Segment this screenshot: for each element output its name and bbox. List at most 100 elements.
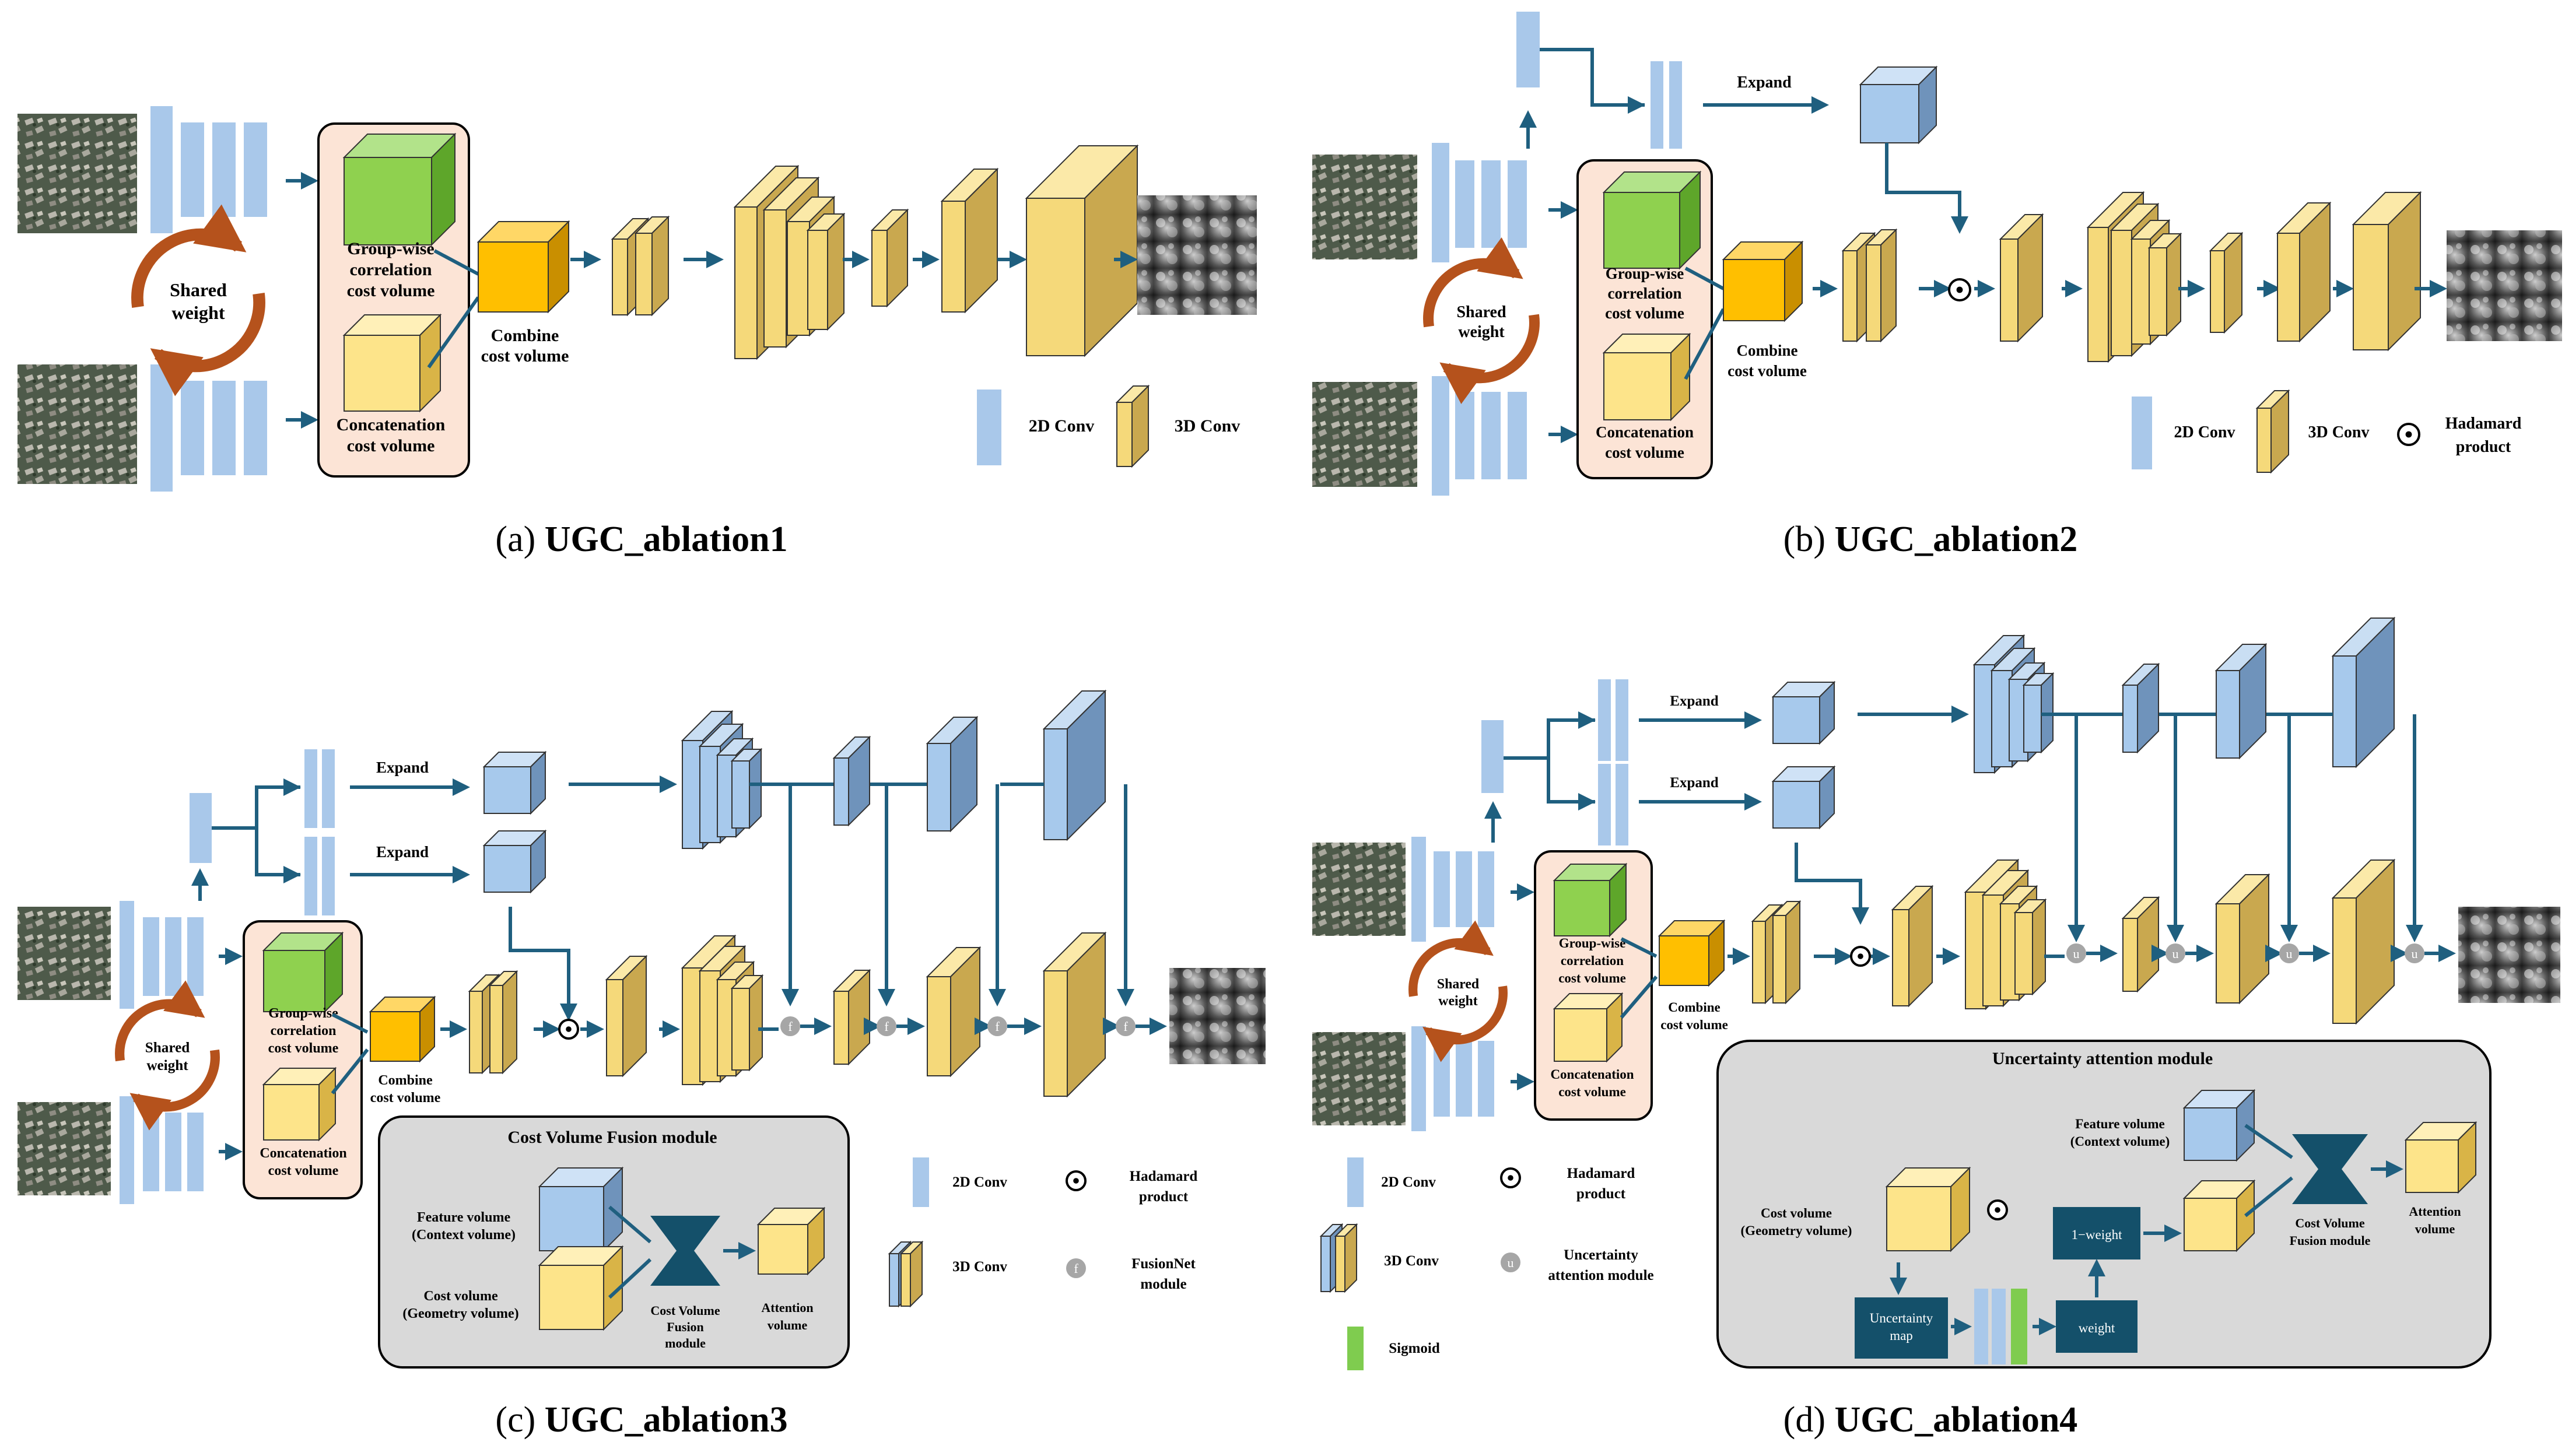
conv2d-layer [244,381,267,475]
slab-front [927,976,951,1076]
conv3d-layer [1999,213,2044,343]
label-hadamard-1: Hadamard [1130,1169,1198,1184]
conv3d-layer [940,167,999,314]
conv2d-layer [181,122,204,217]
slab-front [2210,250,2225,333]
label-combine-2: cost volume [1660,1018,1728,1032]
conv2d-layer [1411,837,1426,942]
label-group-wise-2: correlation [349,260,432,279]
label-group-wise-3: cost volume [268,1041,339,1056]
concat-cube [262,1066,337,1142]
output-depth-d [2458,907,2560,1003]
cvf-hourglass [650,1216,720,1286]
label-uncertainty-legend-1: Uncertainty [1564,1247,1638,1263]
caption-c: (c) UGC_ablation3 [495,1400,787,1440]
fusionnet-node-3 [987,1016,1007,1036]
shared-arrow-bottom [1422,985,1508,1062]
label-group-wise-1: Group-wise [268,1006,338,1021]
uncertainty-node-1 [2066,943,2086,963]
concat-cube [1885,1166,1971,1252]
conv2d-layer [120,901,134,1009]
output-depth-b [2447,230,2562,341]
slab-front [2014,912,2033,995]
conv2d-layer [212,381,236,475]
slab-front [263,1084,320,1141]
slab-side [2032,898,2046,996]
conv2d-layer [143,917,159,996]
slab-front [483,845,531,893]
slab-front [889,1253,899,1307]
slab-front [1335,1236,1345,1292]
arrow-cc-combine [427,296,480,369]
input-image-top [17,114,137,233]
label-conv3d: 3D Conv [1175,416,1241,436]
fusionnet-node-2-symbol: f [884,1019,889,1034]
label-shared: Shared [170,279,227,300]
label-combine-2: cost volume [481,346,569,366]
hadamard-node [558,1019,579,1040]
label-concat-1: Concatenation [260,1146,346,1161]
arrow-gw-combine [433,249,479,276]
conv3d-layer [2331,858,2396,1025]
concat-cube [2182,1179,2256,1252]
slab-front [539,1265,604,1330]
flow-line [2244,1176,2293,1218]
slab-front [263,950,325,1012]
group-wise-cube [1602,170,1702,270]
feature-3d-layer [832,735,871,827]
sigmoid-layer [2011,1289,2027,1364]
conv2d-layer [1974,1289,1988,1364]
label-weight: weight [1458,323,1505,341]
slab-front [900,1253,911,1307]
flow-line [1504,718,1595,760]
slab-front [612,238,628,315]
conv2d-layer [212,122,236,217]
slab-front [833,991,849,1065]
slab-front [787,221,810,336]
label-conv2d: 2D Conv [1381,1174,1436,1190]
flow-line [1684,266,1725,290]
slab-front [734,206,758,359]
label-cvf-module-title: Cost Volume Fusion module [507,1128,717,1147]
conv3d-layer [1025,144,1139,357]
label-expand: Expand [1670,693,1718,709]
uncertainty-node-4-symbol: u [2412,946,2418,961]
shared-arrow-top [1408,920,1494,997]
input-image-b-top [1312,155,1417,259]
feature-3d-layer [2121,662,2160,754]
label-cost-volume-1: Cost volume [1761,1206,1832,1220]
conv3d-layer [1891,885,1934,1008]
label-feature-volume-1: Feature volume [417,1210,511,1225]
hadamard-node [1066,1170,1087,1191]
label-uncertainty-map-1: Uncertainty [1870,1311,1933,1325]
conv2d-layer [1481,720,1504,793]
label-concat-2: cost volume [347,436,435,455]
conv3d-layer [2121,896,2160,993]
hadamard-dot [1858,953,1863,959]
legend-3d-yellow-c [899,1240,924,1308]
label-expand: Expand [376,843,429,861]
hadamard-dot [1995,1207,2000,1213]
conv2d-layer [244,122,267,217]
slab-front [469,991,483,1073]
conv2d-layer [304,749,317,828]
feature-cube [1771,765,1836,830]
slab-front [731,760,750,829]
shared-arrow-top [1423,237,1523,328]
slab-front [344,335,421,412]
conv2d-layer [1478,851,1494,927]
combine-cube [476,220,570,314]
shared-weight-arrows [115,980,220,1131]
slab-front [1772,781,1820,829]
hadamard-dot [1073,1178,1079,1184]
hadamard-node [1987,1199,2008,1220]
slab-side [2224,231,2242,334]
label-fusionnet-1: FusionNet [1131,1256,1196,1272]
conv2d-layer [1481,160,1501,248]
concat-cube [756,1206,826,1276]
shared-arrow-bottom [1439,314,1540,404]
one-minus-weight-box [2053,1207,2140,1259]
feature-3d-layer [2331,616,2396,769]
label-weight-box: weight [2079,1321,2115,1335]
label-sigmoid: Sigmoid [1389,1341,1440,1356]
